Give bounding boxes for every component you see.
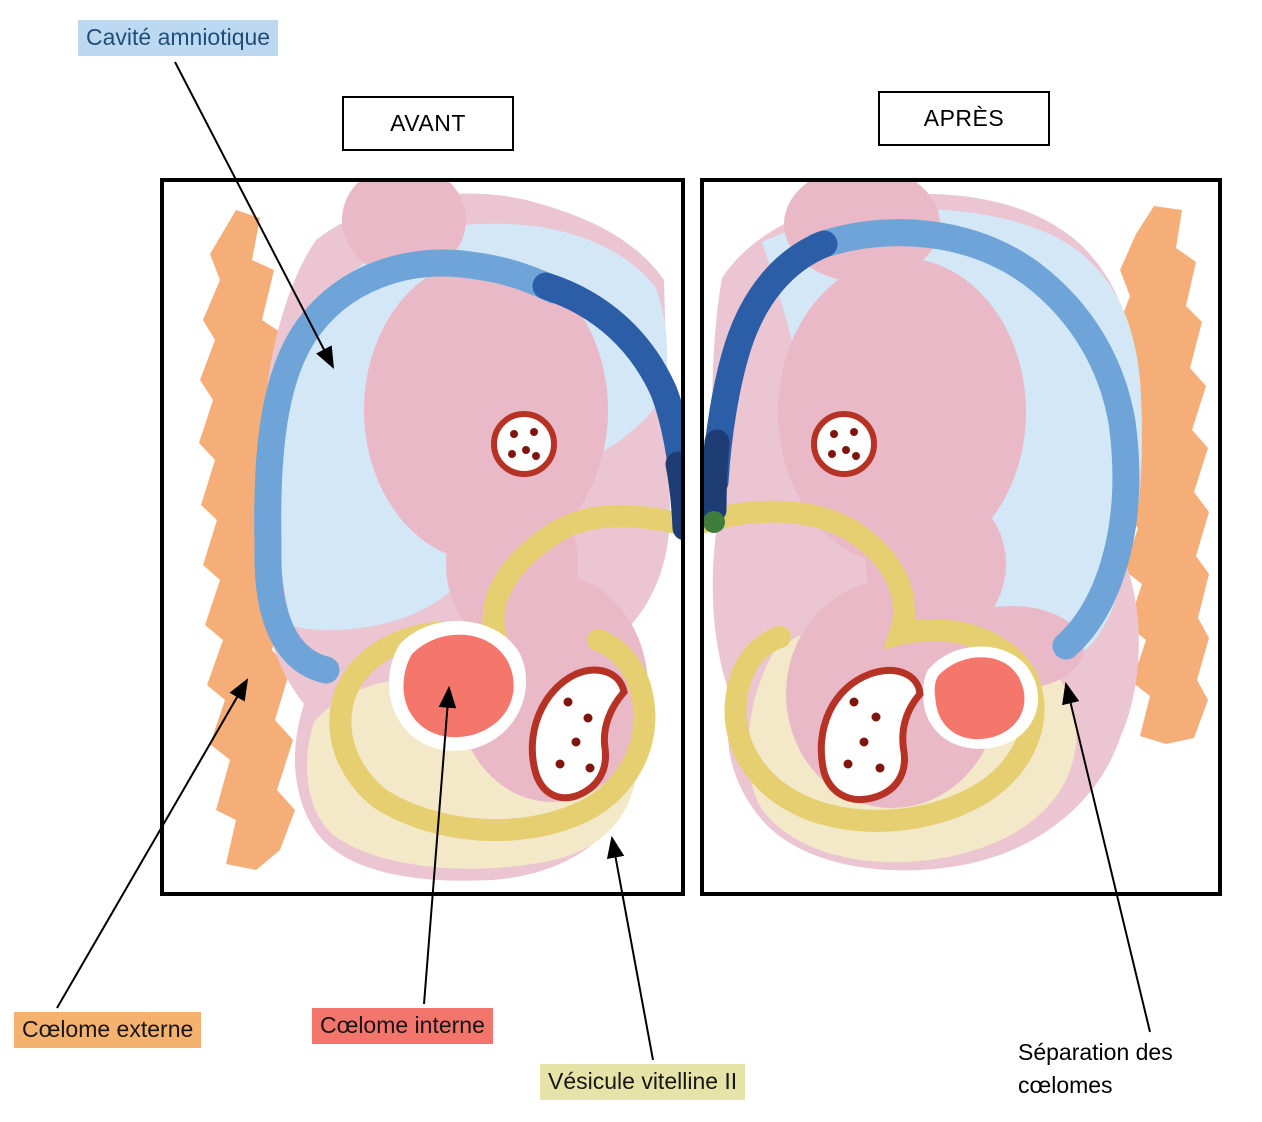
speckle-dot: [842, 446, 850, 454]
avant-title-box: AVANT: [342, 96, 514, 151]
coelome-externe-region-avant: [199, 210, 295, 870]
blood-island-apres: [817, 667, 924, 803]
speckle-dot: [852, 452, 860, 460]
green-dot: [704, 511, 725, 533]
apres-title: APRÈS: [923, 105, 1005, 131]
speckle-dot: [875, 763, 885, 773]
speckle-dot: [859, 737, 869, 747]
speckle-dot: [585, 763, 595, 773]
blood-island-outline: [528, 666, 628, 802]
coelome-interne-blob-apres: [934, 657, 1025, 740]
speckle-dot: [532, 452, 540, 460]
separation-line2: cœlomes: [1018, 1072, 1113, 1099]
amnion-band-apres: [804, 219, 1140, 660]
speckle-dot: [871, 712, 881, 722]
apres-illustration: [704, 182, 1209, 871]
speckle-dot: [563, 697, 573, 707]
somite-outline: [811, 411, 877, 477]
avant-title: AVANT: [390, 110, 466, 136]
somite-outline: [491, 411, 557, 477]
embryo-trunk: [364, 258, 608, 562]
avant-illustration: [199, 182, 681, 881]
label-cavite-amniotique: Cavité amniotique: [78, 20, 279, 56]
speckle-dot: [555, 759, 565, 769]
dark-band-tail-apres: [704, 429, 730, 523]
avant-panel: [160, 178, 685, 896]
speckle-dot: [571, 737, 581, 747]
speckle-dot: [843, 759, 853, 769]
somite-circle-apres: [811, 411, 877, 477]
apres-panel: [700, 178, 1222, 896]
label-separation-coelomes: Séparation des cœlomes: [1018, 1036, 1173, 1103]
dark-band-tail-avant: [665, 451, 681, 540]
speckle-dot: [508, 450, 516, 458]
somite-circle-avant: [491, 411, 557, 477]
speckle-dot: [510, 430, 518, 438]
apres-title-box: APRÈS: [878, 91, 1050, 146]
label-vesicule-vitelline: Vésicule vitelline II: [540, 1064, 746, 1100]
blood-island-avant: [528, 666, 628, 802]
coelome-externe-region-apres: [1114, 206, 1209, 744]
label-coelome-interne: Cœlome interne: [312, 1008, 493, 1044]
speckle-dot: [522, 446, 530, 454]
speckle-dot: [849, 697, 859, 707]
label-coelome-externe: Cœlome externe: [14, 1012, 202, 1048]
speckle-dot: [830, 430, 838, 438]
yolk-band-avant: [329, 505, 681, 842]
speckle-dot: [850, 428, 858, 436]
embryo-trunk: [778, 258, 1026, 566]
speckle-dot: [828, 450, 836, 458]
separation-line1: Séparation des: [1018, 1039, 1173, 1065]
yolk-band-apres: [704, 500, 1045, 832]
speckle-dot: [583, 713, 593, 723]
speckle-dot: [530, 428, 538, 436]
